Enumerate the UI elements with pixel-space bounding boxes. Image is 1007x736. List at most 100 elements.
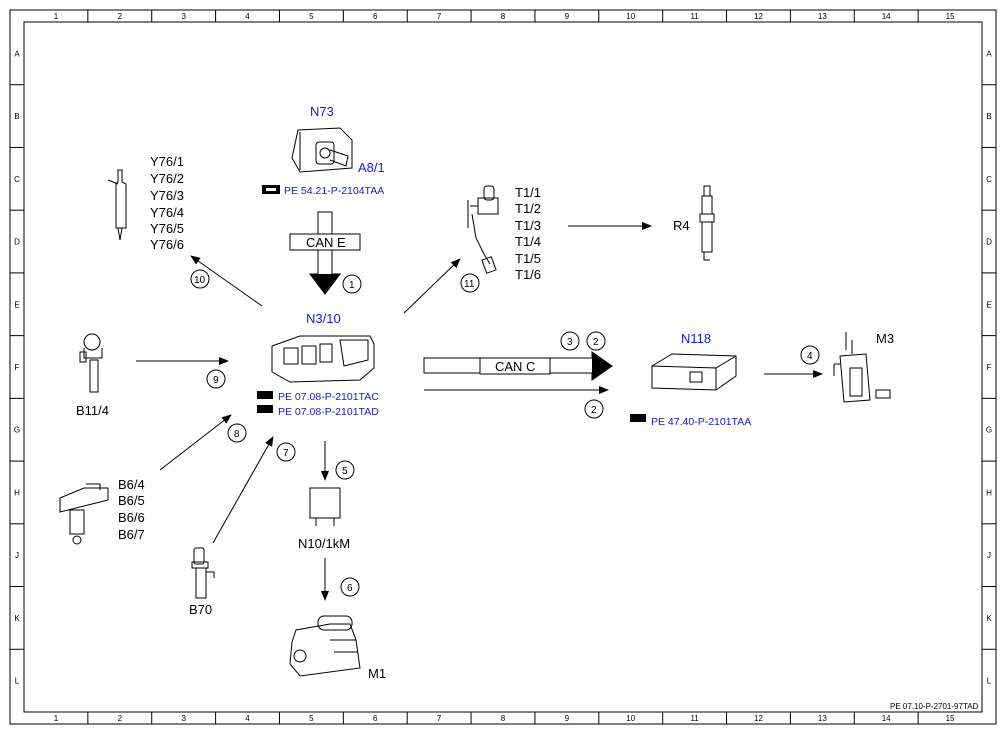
y76-item: Y76/3: [150, 188, 184, 203]
grid-col-label: 9: [565, 12, 570, 21]
grid-col-label: 12: [754, 12, 763, 21]
spark-plug-icon: [699, 185, 715, 261]
grid-col-label: 1: [54, 714, 59, 723]
grid-row-label: K: [14, 614, 20, 623]
relay-icon: [309, 487, 341, 526]
grid-col-label: 11: [690, 714, 699, 723]
ignition-coil-icon: [467, 185, 499, 274]
grid-col-label: 8: [501, 12, 506, 21]
arrow-8: [159, 414, 232, 471]
grid-row-label: D: [986, 238, 992, 247]
grid-row-label: B: [14, 112, 19, 121]
y76-item: Y76/2: [150, 171, 184, 186]
grid-row-label: C: [14, 175, 20, 184]
grid-row-label: G: [986, 426, 992, 435]
grid-col-label: 10: [626, 12, 635, 21]
grid-col-label: 10: [626, 714, 635, 723]
grid-col-label: 8: [501, 714, 506, 723]
grid-col-label: 15: [946, 714, 955, 723]
label-n73: N73: [310, 104, 334, 119]
grid-col-label: 7: [437, 12, 442, 21]
grid-row-label: A: [14, 49, 20, 58]
grid-col-label: 14: [882, 714, 891, 723]
step-7: 7: [283, 448, 289, 459]
grid-row-label: F: [987, 363, 992, 372]
reference-hand-icon: [262, 185, 280, 194]
arrow-10: [190, 255, 263, 307]
grid-row-label: A: [986, 49, 992, 58]
grid-row-label: J: [15, 551, 19, 560]
grid-col-label: 2: [118, 12, 123, 21]
step-11: 11: [464, 279, 475, 290]
b6-item: B6/5: [118, 493, 145, 508]
arrow-7: [212, 436, 274, 544]
grid-row-label: B: [986, 112, 991, 121]
outer-frame: [9, 9, 997, 725]
t1-item: T1/6: [515, 267, 541, 282]
step-5: 5: [342, 466, 348, 477]
grid-col-label: 3: [181, 714, 186, 723]
grid-ruler: 1122334455667788991010111112121313141415…: [10, 10, 996, 724]
ecu-icon: [271, 335, 375, 383]
grid-row-label: K: [986, 614, 992, 623]
b6-item: B6/6: [118, 510, 145, 525]
step-2a: 2: [593, 337, 599, 348]
grid-col-label: 13: [818, 12, 827, 21]
grid-col-label: 5: [309, 714, 314, 723]
t1-item: T1/5: [515, 251, 541, 266]
grid-col-label: 12: [754, 714, 763, 723]
step-9: 9: [213, 375, 219, 386]
grid-row-label: H: [986, 488, 992, 497]
grid-col-label: 7: [437, 714, 442, 723]
grid-row-label: D: [14, 238, 20, 247]
ref-n73: PE 54.21-P-2104TAA: [284, 185, 384, 197]
b6-item: B6/4: [118, 477, 145, 492]
camshaft-sensor-icon: [59, 483, 109, 545]
t1-item: T1/1: [515, 185, 541, 200]
grid-col-label: 4: [245, 12, 250, 21]
label-m1: M1: [368, 666, 386, 681]
step-10: 10: [194, 275, 206, 286]
starter-motor-icon: [289, 615, 361, 677]
label-n118: N118: [681, 331, 711, 346]
grid-col-label: 14: [882, 12, 891, 21]
grid-row-label: E: [14, 300, 19, 309]
grid-col-label: 6: [373, 714, 378, 723]
grid-col-label: 11: [690, 12, 699, 21]
injector-icon: [107, 169, 127, 241]
can-e-label: CAN E: [306, 235, 346, 250]
grid-col-label: 15: [946, 12, 955, 21]
label-n10-1km: N10/1kM: [298, 536, 350, 551]
ignition-switch-icon: [291, 127, 353, 173]
grid-row-label: C: [986, 175, 992, 184]
step-8: 8: [234, 429, 240, 440]
grid-row-label: L: [987, 677, 992, 686]
label-m3: M3: [876, 331, 894, 346]
step-3: 3: [567, 337, 573, 348]
grid-row-label: E: [986, 300, 991, 309]
can-c-box: [479, 357, 551, 375]
grid-row-label: G: [14, 426, 20, 435]
y76-item: Y76/6: [150, 237, 184, 252]
grid-row-label: F: [15, 363, 20, 372]
ref-n118: PE 47.40-P-2101TAA: [651, 416, 751, 428]
grid-col-label: 5: [309, 12, 314, 21]
grid-row-label: J: [987, 551, 991, 560]
step-4: 4: [807, 351, 813, 362]
fuel-pump-icon: [833, 332, 891, 403]
t1-item: T1/3: [515, 218, 541, 233]
t1-item: T1/2: [515, 201, 541, 216]
fuel-pump-module-icon: [651, 353, 737, 391]
step-2b: 2: [591, 405, 597, 416]
grid-col-label: 3: [181, 12, 186, 21]
y76-item: Y76/1: [150, 154, 184, 169]
label-b11-4: B11/4: [76, 403, 109, 418]
grid-col-label: 9: [565, 714, 570, 723]
b6-item: B6/7: [118, 527, 145, 542]
grid-col-label: 4: [245, 714, 250, 723]
label-a8-1: A8/1: [358, 160, 385, 175]
grid-col-label: 6: [373, 12, 378, 21]
temperature-sensor-icon: [79, 333, 103, 393]
ref-n3-10-2: PE 07.08-P-2101TAD: [278, 406, 379, 418]
